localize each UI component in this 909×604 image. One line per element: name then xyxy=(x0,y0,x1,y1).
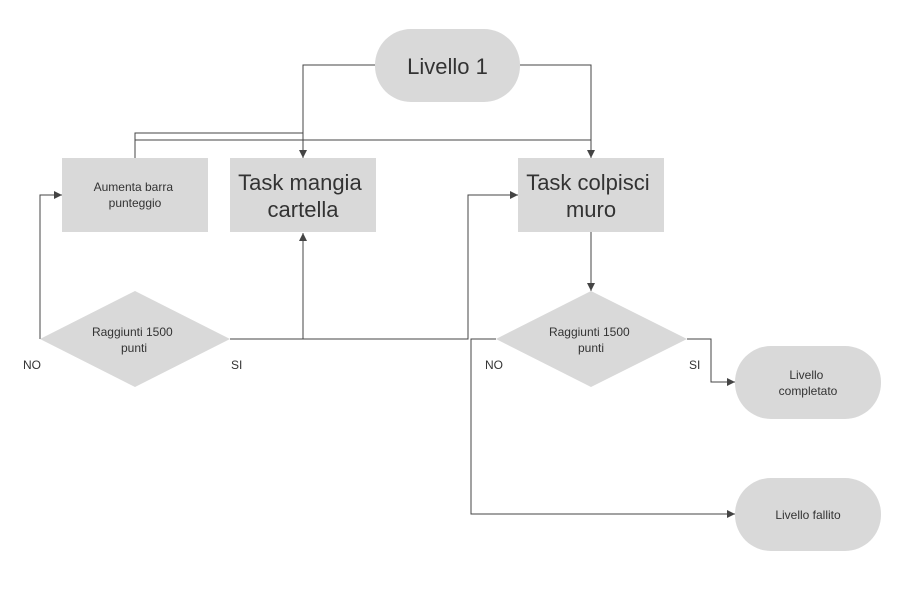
node-raggiunti-right-shape xyxy=(496,291,687,387)
node-livello1-shape xyxy=(375,29,520,102)
edge-livello1-to-task-colpisci xyxy=(520,64,595,158)
node-raggiunti-left-shape xyxy=(40,291,230,387)
node-aumenta-barra: Aumenta barra punteggio xyxy=(62,158,208,232)
node-raggiunti-left-label: Raggiunti 1500 punti xyxy=(92,325,176,355)
node-aumenta-barra-shape xyxy=(62,158,208,232)
node-task-mangia-shape xyxy=(230,158,376,232)
node-livello-completato-label: Livello completato xyxy=(779,368,838,398)
edge-livello1-to-task-mangia xyxy=(299,64,375,158)
node-task-colpisci-label: Task colpisci muro xyxy=(526,170,656,222)
node-livello-fallito-label: Livello fallito xyxy=(775,508,841,522)
node-livello1: Livello 1 xyxy=(375,29,520,102)
node-raggiunti-right-label: Raggiunti 1500 punti xyxy=(549,325,633,355)
node-task-mangia: Task mangia cartella xyxy=(230,158,376,232)
node-raggiunti-left: Raggiunti 1500 punti xyxy=(40,291,230,387)
node-livello-fallito: Livello fallito xyxy=(735,478,881,551)
edges xyxy=(39,64,735,518)
edge-label-no-right: NO xyxy=(485,358,503,372)
node-livello-fallito-shape xyxy=(735,478,881,551)
edge-label-no-left: NO xyxy=(23,358,41,372)
node-task-colpisci-shape xyxy=(518,158,664,232)
node-task-mangia-label: Task mangia cartella xyxy=(238,170,368,222)
edge-raggiunti-right-no xyxy=(470,338,735,518)
node-raggiunti-right: Raggiunti 1500 punti xyxy=(496,291,687,387)
edge-aumenta-to-task-mangia xyxy=(134,132,303,158)
node-aumenta-barra-label: Aumenta barra punteggio xyxy=(94,180,177,210)
edge-raggiunti-right-si xyxy=(687,338,735,386)
edge-label-si-left: SI xyxy=(231,358,242,372)
edge-raggiunti-left-no xyxy=(39,191,62,339)
node-livello1-label: Livello 1 xyxy=(407,54,488,79)
node-task-colpisci: Task colpisci muro xyxy=(518,158,664,232)
node-livello-completato-shape xyxy=(735,346,881,419)
edge-label-si-right: SI xyxy=(689,358,700,372)
edge-raggiunti-left-si xyxy=(230,233,307,340)
node-livello-completato: Livello completato xyxy=(735,346,881,419)
edge-raggiunti-left-to-task-colpisci xyxy=(303,191,518,340)
